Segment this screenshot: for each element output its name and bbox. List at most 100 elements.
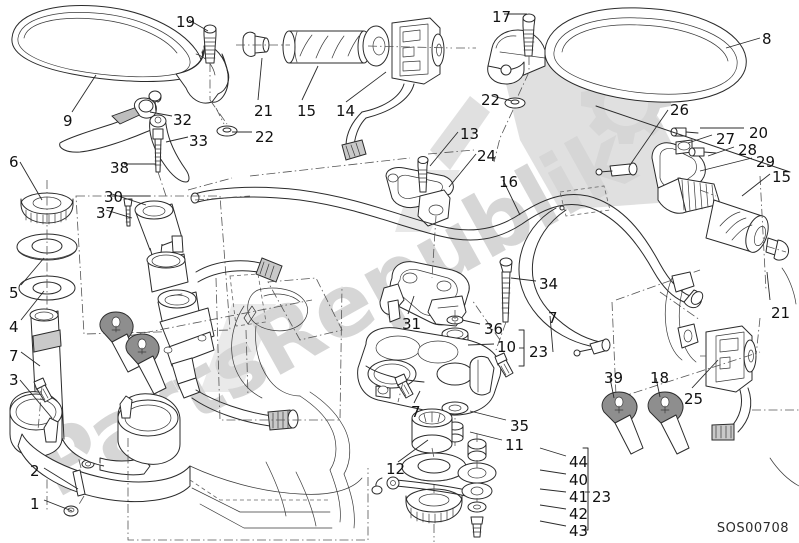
callout-number-18: 18 bbox=[650, 369, 670, 387]
callout-number-19: 19 bbox=[176, 13, 196, 31]
callout-leader-13 bbox=[429, 131, 459, 167]
part-20-throttle-housing bbox=[651, 127, 721, 214]
callout-number-41: 41 bbox=[569, 488, 589, 506]
callout-leader-21 bbox=[257, 57, 263, 101]
axis-31-24 bbox=[431, 215, 437, 279]
callout-number-32: 32 bbox=[173, 111, 193, 129]
callout-leader-3 bbox=[19, 379, 53, 419]
callout-number-27: 27 bbox=[716, 130, 736, 148]
callout-number-15: 15 bbox=[772, 168, 792, 186]
callout-number-7: 7 bbox=[548, 309, 558, 327]
callout-number-21: 21 bbox=[254, 102, 274, 120]
callout-leader-44 bbox=[539, 447, 567, 457]
part-17-mirror-bolt bbox=[522, 13, 536, 57]
callout-leader-8 bbox=[725, 37, 761, 49]
callout-number-37: 37 bbox=[96, 204, 116, 222]
part-left-mirror bbox=[11, 5, 230, 104]
callout-number-26: 26 bbox=[670, 101, 690, 119]
callout-leader-24 bbox=[448, 153, 477, 188]
callout-number-24: 24 bbox=[477, 147, 497, 165]
part-13-connector bbox=[341, 111, 367, 161]
part-38-pivot-bolt bbox=[152, 128, 164, 173]
part-39-key bbox=[601, 391, 644, 455]
callout-leader-6 bbox=[19, 161, 43, 201]
part-42-washer bbox=[467, 501, 487, 513]
callout-leader-12 bbox=[397, 439, 429, 463]
part-37-screws bbox=[123, 198, 133, 227]
callout-number-10: 10 bbox=[497, 338, 517, 356]
callout-leader-26 bbox=[629, 109, 669, 166]
axis-grip-left bbox=[236, 44, 476, 49]
part-12-stem-nut bbox=[411, 408, 453, 454]
axis-19-22b bbox=[209, 99, 228, 125]
part-6-bearing-lower bbox=[405, 488, 463, 524]
callout-number-21: 21 bbox=[771, 304, 791, 322]
callout-leader-41 bbox=[539, 488, 567, 493]
callout-leader-18 bbox=[655, 377, 661, 398]
callout-leader-1 bbox=[43, 499, 73, 512]
callout-number-23: 23 bbox=[592, 488, 612, 506]
callout-leader-36 bbox=[461, 319, 481, 325]
callout-number-44: 44 bbox=[569, 453, 589, 471]
part-34-bolt bbox=[499, 257, 513, 323]
axis-17-22 bbox=[493, 56, 530, 163]
callout-number-38: 38 bbox=[110, 159, 130, 177]
callout-number-4: 4 bbox=[9, 318, 19, 336]
callout-number-2: 2 bbox=[30, 462, 40, 480]
callout-leader-7 bbox=[413, 390, 421, 404]
part-5-washer-lower bbox=[401, 452, 467, 482]
callout-number-30: 30 bbox=[104, 188, 124, 206]
callout-leader-15 bbox=[301, 65, 319, 101]
part-30-keys bbox=[99, 311, 167, 395]
axis-25-box bbox=[611, 301, 761, 399]
part-3-lower-triple-clamp bbox=[9, 391, 191, 503]
drawing-code: SOS00708 bbox=[716, 521, 789, 536]
callout-number-12: 12 bbox=[386, 460, 406, 478]
bracket-23-lower bbox=[582, 447, 589, 531]
callout-number-8: 8 bbox=[762, 30, 772, 48]
callout-leader-14 bbox=[345, 71, 387, 103]
callout-leader-10 bbox=[467, 343, 495, 346]
callout-leader-34 bbox=[510, 277, 537, 282]
callout-leader-39 bbox=[609, 377, 615, 399]
ghost-right-fork bbox=[664, 271, 699, 363]
callout-leader-19 bbox=[188, 19, 209, 32]
callout-leader-7 bbox=[20, 351, 41, 367]
callout-leader-32 bbox=[149, 111, 173, 117]
callout-number-36: 36 bbox=[484, 320, 504, 338]
callout-leader-4 bbox=[20, 290, 45, 321]
part-7-screw-right-clamp bbox=[494, 352, 514, 378]
callout-number-22: 22 bbox=[255, 128, 275, 146]
part-24-upper-clamp bbox=[385, 156, 454, 227]
callout-leader-21 bbox=[766, 271, 771, 301]
callout-leader-2 bbox=[43, 467, 79, 490]
callout-number-42: 42 bbox=[569, 505, 589, 523]
callout-number-17: 17 bbox=[492, 8, 512, 26]
callout-number-22: 22 bbox=[481, 91, 501, 109]
callout-number-1: 1 bbox=[30, 495, 40, 513]
callout-leader-37 bbox=[105, 209, 133, 219]
callout-leader-7 bbox=[549, 315, 554, 353]
callout-number-31: 31 bbox=[402, 315, 422, 333]
axis-grip-right bbox=[699, 189, 787, 253]
callout-number-39: 39 bbox=[604, 369, 624, 387]
part-15-left-grip bbox=[282, 30, 371, 64]
callout-number-11: 11 bbox=[505, 436, 525, 454]
callout-leader-30 bbox=[111, 193, 147, 206]
axis-7-center bbox=[397, 381, 404, 403]
callout-number-25: 25 bbox=[684, 390, 704, 408]
callout-number-5: 5 bbox=[9, 284, 19, 302]
callout-leader-11 bbox=[469, 431, 503, 441]
callout-leader-27 bbox=[687, 134, 713, 144]
callout-number-7: 7 bbox=[411, 403, 421, 421]
callout-number-40: 40 bbox=[569, 471, 589, 489]
callout-leader-29 bbox=[699, 157, 753, 172]
part-15-right-grip bbox=[705, 199, 789, 261]
part-16-handlebar bbox=[190, 186, 704, 309]
callout-leader-42 bbox=[539, 504, 567, 510]
part-14-left-flange bbox=[361, 17, 445, 119]
part-41-link-rod bbox=[371, 476, 493, 500]
